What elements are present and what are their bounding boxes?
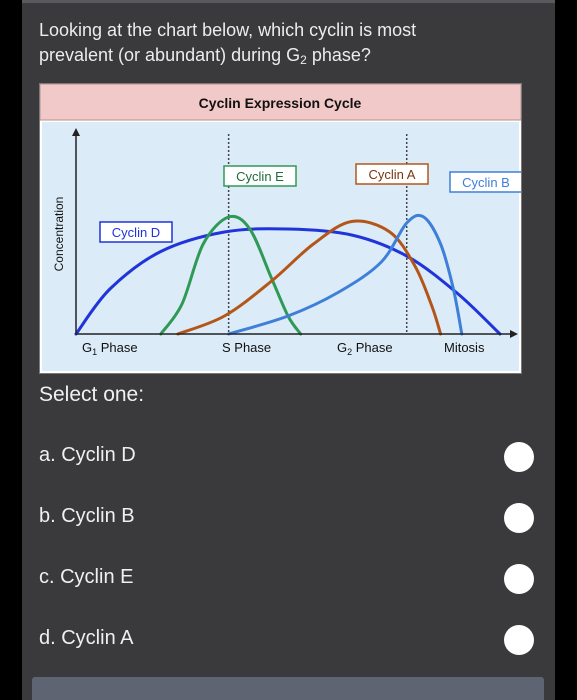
- option-c[interactable]: c. Cyclin E: [22, 554, 555, 604]
- cyclin-d-label-box: [99, 221, 173, 243]
- cyclin-a-curve: [176, 219, 443, 336]
- option-d-label: d. Cyclin A: [39, 627, 134, 649]
- cyclin-e-label-box: [223, 165, 297, 187]
- option-b[interactable]: b. Cyclin B: [22, 493, 555, 543]
- question-line-2-start: prevalent (or abundant) during G: [39, 45, 301, 65]
- x-tick-label-1: G1 Phase: [82, 340, 138, 357]
- cyclin-e-curve: [159, 214, 303, 336]
- cyclin-e-label: Cyclin E: [236, 169, 284, 184]
- cyclin-b-curve: [227, 213, 464, 336]
- x-tick-label-2: S Phase: [222, 340, 271, 355]
- y-axis-arrow: [72, 128, 80, 136]
- question-line-2-end: phase?: [306, 45, 371, 65]
- question-subscript: 2: [300, 53, 307, 67]
- x-tick-labels: G1 Phase S Phase G2 Phase Mitosis: [82, 340, 485, 357]
- option-a[interactable]: a. Cyclin D: [22, 432, 555, 482]
- cyclin-d-label: Cyclin D: [112, 225, 160, 240]
- chart-title-bar: [40, 84, 521, 121]
- chart-title: Cyclin Expression Cycle: [199, 95, 362, 111]
- option-a-label: a. Cyclin D: [39, 444, 136, 466]
- series-labels: Cyclin D Cyclin E Cyclin A Cyclin B: [99, 163, 521, 243]
- question-panel: Looking at the chart below, which cyclin…: [22, 0, 555, 700]
- option-d-radio[interactable]: [504, 625, 534, 655]
- option-b-label: b. Cyclin B: [39, 505, 135, 527]
- cyclin-b-label-box: [449, 171, 521, 193]
- chart-svg: Cyclin Expression Cycle Concentration G1…: [40, 84, 521, 373]
- option-c-label: c. Cyclin E: [39, 566, 134, 588]
- question-line-2: prevalent (or abundant) during G2 phase?: [39, 43, 539, 68]
- option-b-radio[interactable]: [504, 503, 534, 533]
- option-d[interactable]: d. Cyclin A: [22, 615, 555, 665]
- cyclin-curves: [74, 213, 502, 336]
- question-text: Looking at the chart below, which cyclin…: [39, 18, 539, 68]
- select-one-label: Select one:: [39, 383, 145, 406]
- panel-top-border: [22, 0, 555, 3]
- check-button[interactable]: [32, 677, 544, 700]
- option-a-radio[interactable]: [504, 442, 534, 472]
- y-axis-label: Concentration: [52, 197, 66, 272]
- cyclin-b-label: Cyclin B: [462, 175, 510, 190]
- x-tick-label-4: Mitosis: [444, 340, 485, 355]
- cyclin-chart: Cyclin Expression Cycle Concentration G1…: [39, 83, 522, 374]
- x-axis-arrow: [510, 330, 518, 338]
- cyclin-a-label: Cyclin A: [369, 167, 416, 182]
- x-tick-label-3: G2 Phase: [337, 340, 393, 357]
- option-c-radio[interactable]: [504, 564, 534, 594]
- cyclin-d-curve: [74, 227, 502, 336]
- cyclin-a-label-box: [355, 163, 429, 185]
- question-line-1: Looking at the chart below, which cyclin…: [39, 20, 417, 40]
